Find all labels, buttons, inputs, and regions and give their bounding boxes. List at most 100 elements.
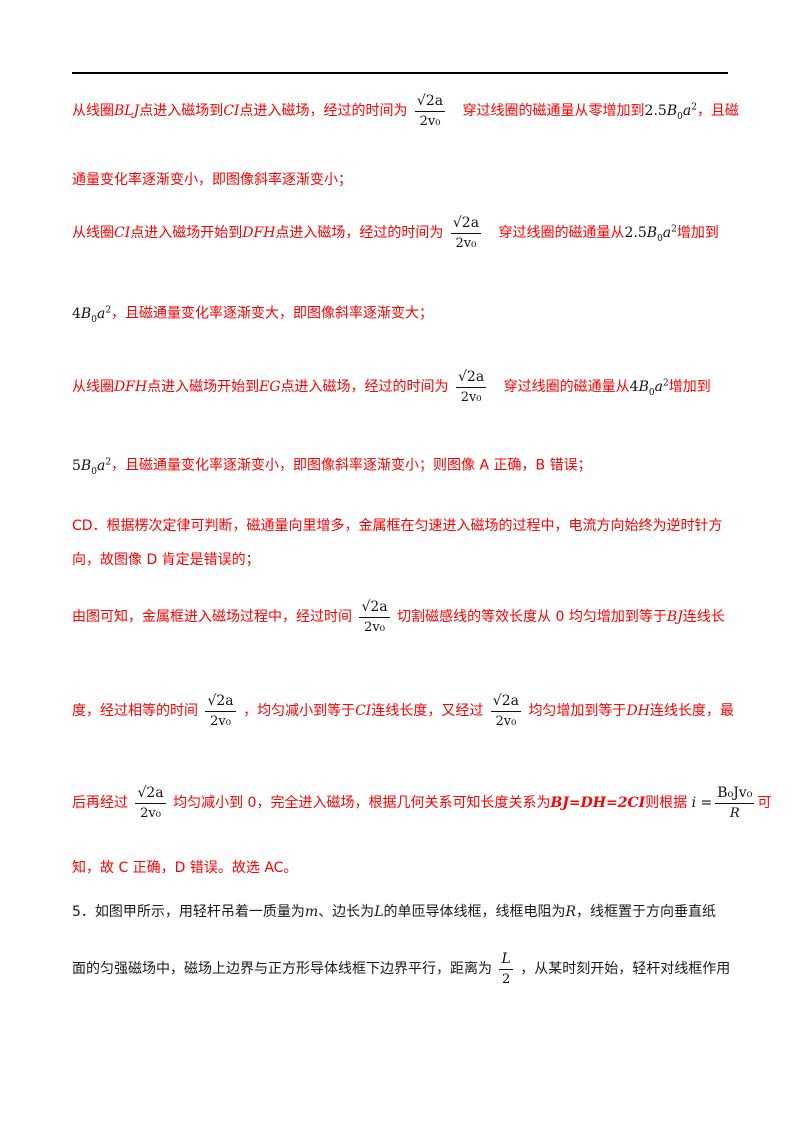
text: 则根据 <box>645 795 688 811</box>
fraction-denominator: 2v₀ <box>419 114 441 129</box>
text: 面的匀强磁场中，磁场上边界与正方形导体线框下边界平行，距离为 <box>72 961 492 977</box>
fraction-denominator: 2v₀ <box>140 806 161 821</box>
analysis-cd-line-2: 向，故图像 D 肯定是错误的； <box>72 550 260 570</box>
flux-expression: 2.5B0a2 <box>644 102 697 122</box>
text: 5．如图甲所示，用轻杆吊着一质量为 <box>72 904 305 920</box>
text: 由图可知，金属框进入磁场过程中，经过时间 <box>72 609 352 625</box>
fraction-denominator: R <box>729 806 740 821</box>
var-r: R <box>565 904 577 920</box>
text: 从线圈 <box>72 225 114 241</box>
text: ，且磁通量变化率逐渐变大，即图像斜率逐渐变大； <box>111 305 434 322</box>
text: 连线长度，又经过 <box>371 703 484 719</box>
text: ，且磁通量变化率逐渐变小，即图像斜率逐渐变小；则图像 A 正确，B 错误； <box>111 457 592 474</box>
var-m: m <box>304 904 319 920</box>
text: 点进入磁场，经过的时间为 <box>275 225 444 241</box>
analysis-line-2b: 4B0a2，且磁通量变化率逐渐变大，即图像斜率逐渐变大； <box>72 300 433 329</box>
var-ci: CI <box>223 103 240 119</box>
flux-expression: 2.5B0a2 <box>624 224 677 244</box>
fraction-denominator: 2v₀ <box>495 714 517 729</box>
analysis-cd-line-1: CD．根据楞次定律可判断，磁通量向里增多，金属框在匀速进入磁场的过程中，电流方向… <box>72 516 723 536</box>
text: 点进入磁场开始到 <box>147 379 260 395</box>
text: 知，故 C 正确，D 错误。故选 AC。 <box>72 860 298 876</box>
flux-expression: 4B0a2 <box>629 378 669 398</box>
var-bj: BJ <box>666 609 683 625</box>
fraction-numerator: √2a <box>135 784 166 804</box>
text: 均匀增加到等于 <box>528 703 627 719</box>
text: 切割磁感线的等效长度从 0 均匀增加到等于 <box>397 609 667 625</box>
text: 可 <box>757 795 772 811</box>
fraction-numerator: √2a <box>414 92 446 112</box>
fraction-numerator: √2a <box>490 692 521 712</box>
analysis-line-7b: 知，故 C 正确，D 错误。故选 AC。 <box>72 858 297 878</box>
text: ，从某时刻开始，轻杆对线框作用 <box>520 961 731 977</box>
fraction-numerator: B₀Jv₀ <box>715 784 755 804</box>
text: CD．根据楞次定律可判断，磁通量向里增多，金属框在匀速进入磁场的过程中，电流方向… <box>72 518 723 534</box>
fraction-denominator: 2v₀ <box>460 390 482 405</box>
current-formula: i = <box>691 795 713 811</box>
analysis-line-3b: 5B0a2，且磁通量变化率逐渐变小，即图像斜率逐渐变小；则图像 A 正确，B 错… <box>72 452 592 481</box>
fraction-numerator: √2a <box>359 598 390 618</box>
text: 从线圈 <box>72 103 114 119</box>
flux-expression: 4B0a2 <box>72 305 112 325</box>
text: 通量变化率逐渐变小，即图像斜率逐渐变小； <box>72 172 352 188</box>
var-dfh: DFH <box>114 379 148 395</box>
var-ci: CI <box>114 225 131 241</box>
text: ，均匀减小到等于 <box>243 703 356 719</box>
flux-expression: 5B0a2 <box>72 457 112 477</box>
var-l: L <box>374 904 384 920</box>
text: 点进入磁场到 <box>139 103 224 119</box>
text: 从线圈 <box>72 379 114 395</box>
text: 增加到 <box>676 225 719 241</box>
text: 度，经过相等的时间 <box>72 703 198 719</box>
fraction-denominator: 2 <box>501 972 511 987</box>
length-relation: BJ=DH=2CI <box>550 795 646 811</box>
text: ，且磁 <box>696 103 739 119</box>
text: 的单匝导体线框，线框电阻为 <box>383 904 566 920</box>
var-ci: CI <box>355 703 372 719</box>
header-rule <box>72 72 728 74</box>
text: 增加到 <box>668 379 711 395</box>
text: 后再经过 <box>72 795 128 811</box>
fraction-numerator: √2a <box>450 214 482 234</box>
var-blj: BLJ <box>114 103 140 119</box>
text: 点进入磁场开始到 <box>130 225 243 241</box>
text: ，线框置于方向垂直纸 <box>576 904 717 920</box>
analysis-line-1b: 通量变化率逐渐变小，即图像斜率逐渐变小； <box>72 170 352 190</box>
fraction-numerator: √2a <box>456 368 487 388</box>
var-eg: EG <box>259 379 281 395</box>
fraction-denominator: 2v₀ <box>210 714 231 729</box>
text: 均匀减小到 0，完全进入磁场，根据几何关系可知长度关系为 <box>173 795 551 811</box>
text: 连线长度，最 <box>649 703 734 719</box>
fraction-numerator: L <box>499 950 513 970</box>
text: 连线长 <box>682 609 725 625</box>
question-5-line-1: 5．如图甲所示，用轻杆吊着一质量为m、边长为L的单匝导体线框，线框电阻为R，线框… <box>72 902 716 922</box>
var-dh: DH <box>626 703 650 719</box>
text: 点进入磁场，经过的时间为 <box>239 103 408 119</box>
text: 向，故图像 D 肯定是错误的； <box>72 552 260 568</box>
text: 、边长为 <box>318 904 375 920</box>
text: 穿过线圈的磁通量从零增加到 <box>462 103 645 119</box>
var-dfh: DFH <box>242 225 276 241</box>
fraction-denominator: 2v₀ <box>455 236 477 251</box>
text: 点进入磁场，经过的时间为 <box>280 379 449 395</box>
fraction-numerator: √2a <box>205 692 236 712</box>
text: 穿过线圈的磁通量从 <box>503 379 630 395</box>
fraction-current: B₀Jv₀ R <box>715 784 755 822</box>
text: 穿过线圈的磁通量从 <box>498 225 625 241</box>
fraction-denominator: 2v₀ <box>364 620 385 635</box>
